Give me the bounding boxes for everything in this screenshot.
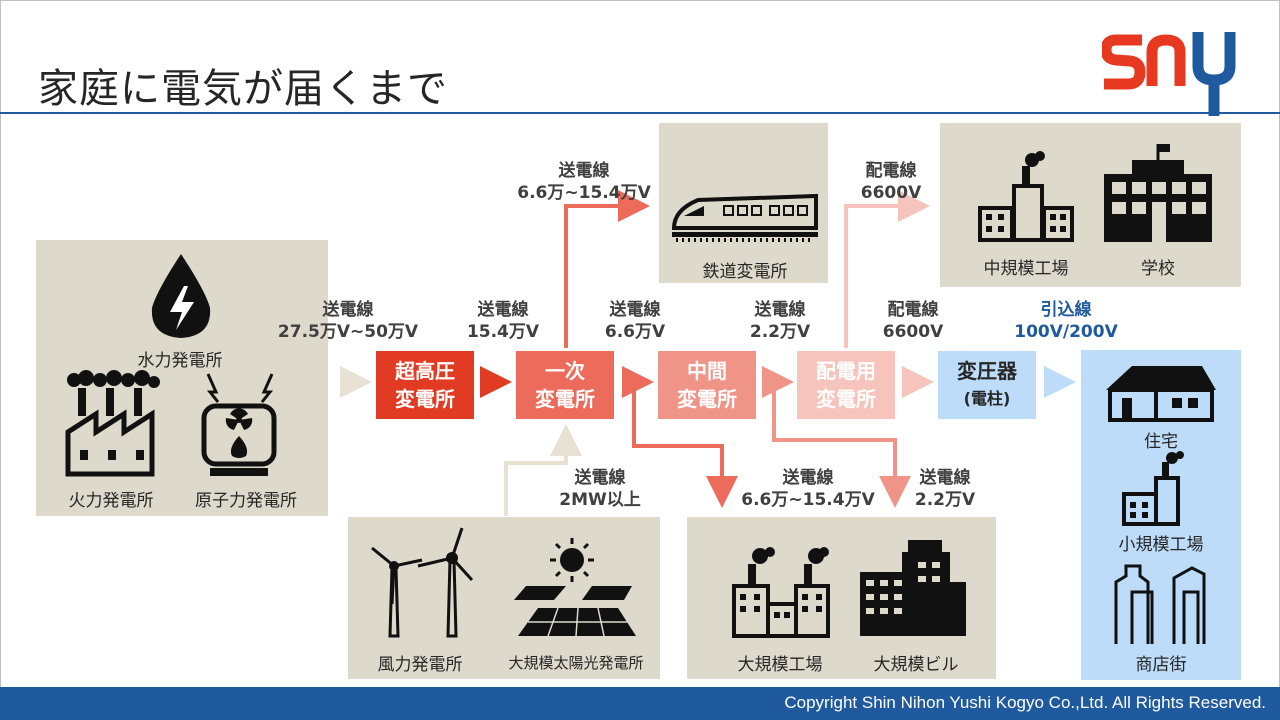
primary-line1: 一次: [545, 359, 585, 383]
dist-line2: 変電所: [816, 387, 876, 411]
nuclear-plant-icon: [201, 373, 277, 476]
middle-line1: 中間: [687, 359, 727, 383]
small-factory-icon: [1122, 451, 1184, 526]
shops-label: 商店街: [1135, 655, 1187, 675]
trans-line2: (電柱): [963, 389, 1011, 408]
mid-factory-icon: [978, 151, 1074, 242]
wind-label: 風力発電所: [377, 655, 463, 675]
trans-line1: 変圧器: [957, 359, 1017, 383]
factory-icon: [65, 370, 160, 477]
mid-factory-label: 中規模工場: [983, 259, 1069, 279]
nuclear-label: 原子力発電所: [195, 491, 297, 511]
thermal-label: 火力発電所: [68, 491, 154, 511]
large-factory-icon: [732, 547, 830, 638]
rail-label: 鉄道変電所: [702, 262, 788, 282]
large-factory-label: 大規模工場: [737, 655, 823, 675]
title-divider: [0, 112, 1280, 114]
small-factory-label: 小規模工場: [1118, 535, 1204, 555]
large-building-label: 大規模ビル: [873, 655, 959, 675]
ultra-high-voltage-substation: 超高圧 変電所: [376, 351, 474, 419]
intermediate-substation: 中間 変電所: [658, 351, 756, 419]
shopping-street-icon: [1114, 564, 1206, 644]
solar-panel-icon: [514, 538, 636, 637]
copyright-text: Copyright Shin Nihon Yushi Kogyo Co.,Ltd…: [784, 693, 1266, 712]
house-label: 住宅: [1144, 432, 1178, 452]
building-icon: [860, 540, 966, 636]
water-drop-lightning-icon: [151, 254, 211, 338]
household-panel: [1081, 350, 1241, 680]
distribution-substation: 配電用 変電所: [797, 351, 895, 419]
hydro-label: 水力発電所: [137, 351, 223, 371]
wind-turbine-icon: [371, 527, 474, 638]
ultra-line2: 変電所: [395, 387, 455, 411]
primary-line2: 変電所: [535, 387, 595, 411]
school-label: 学校: [1141, 259, 1175, 279]
solar-label: 大規模太陽光発電所: [508, 654, 644, 672]
ultra-line1: 超高圧: [395, 359, 455, 383]
pole-transformer: 変圧器 (電柱): [938, 351, 1036, 419]
train-icon: [671, 193, 818, 242]
sny-logo: [1102, 32, 1236, 116]
railway-panel: [659, 123, 828, 283]
footer-bar: Copyright Shin Nihon Yushi Kogyo Co.,Ltd…: [0, 687, 1280, 720]
dist-line1: 配電用: [816, 359, 876, 383]
primary-substation: 一次 変電所: [516, 351, 614, 419]
house-icon: [1106, 366, 1216, 422]
page-title: 家庭に電気が届くまで: [38, 66, 448, 112]
middle-line2: 変電所: [677, 387, 737, 411]
school-icon: [1104, 144, 1212, 242]
